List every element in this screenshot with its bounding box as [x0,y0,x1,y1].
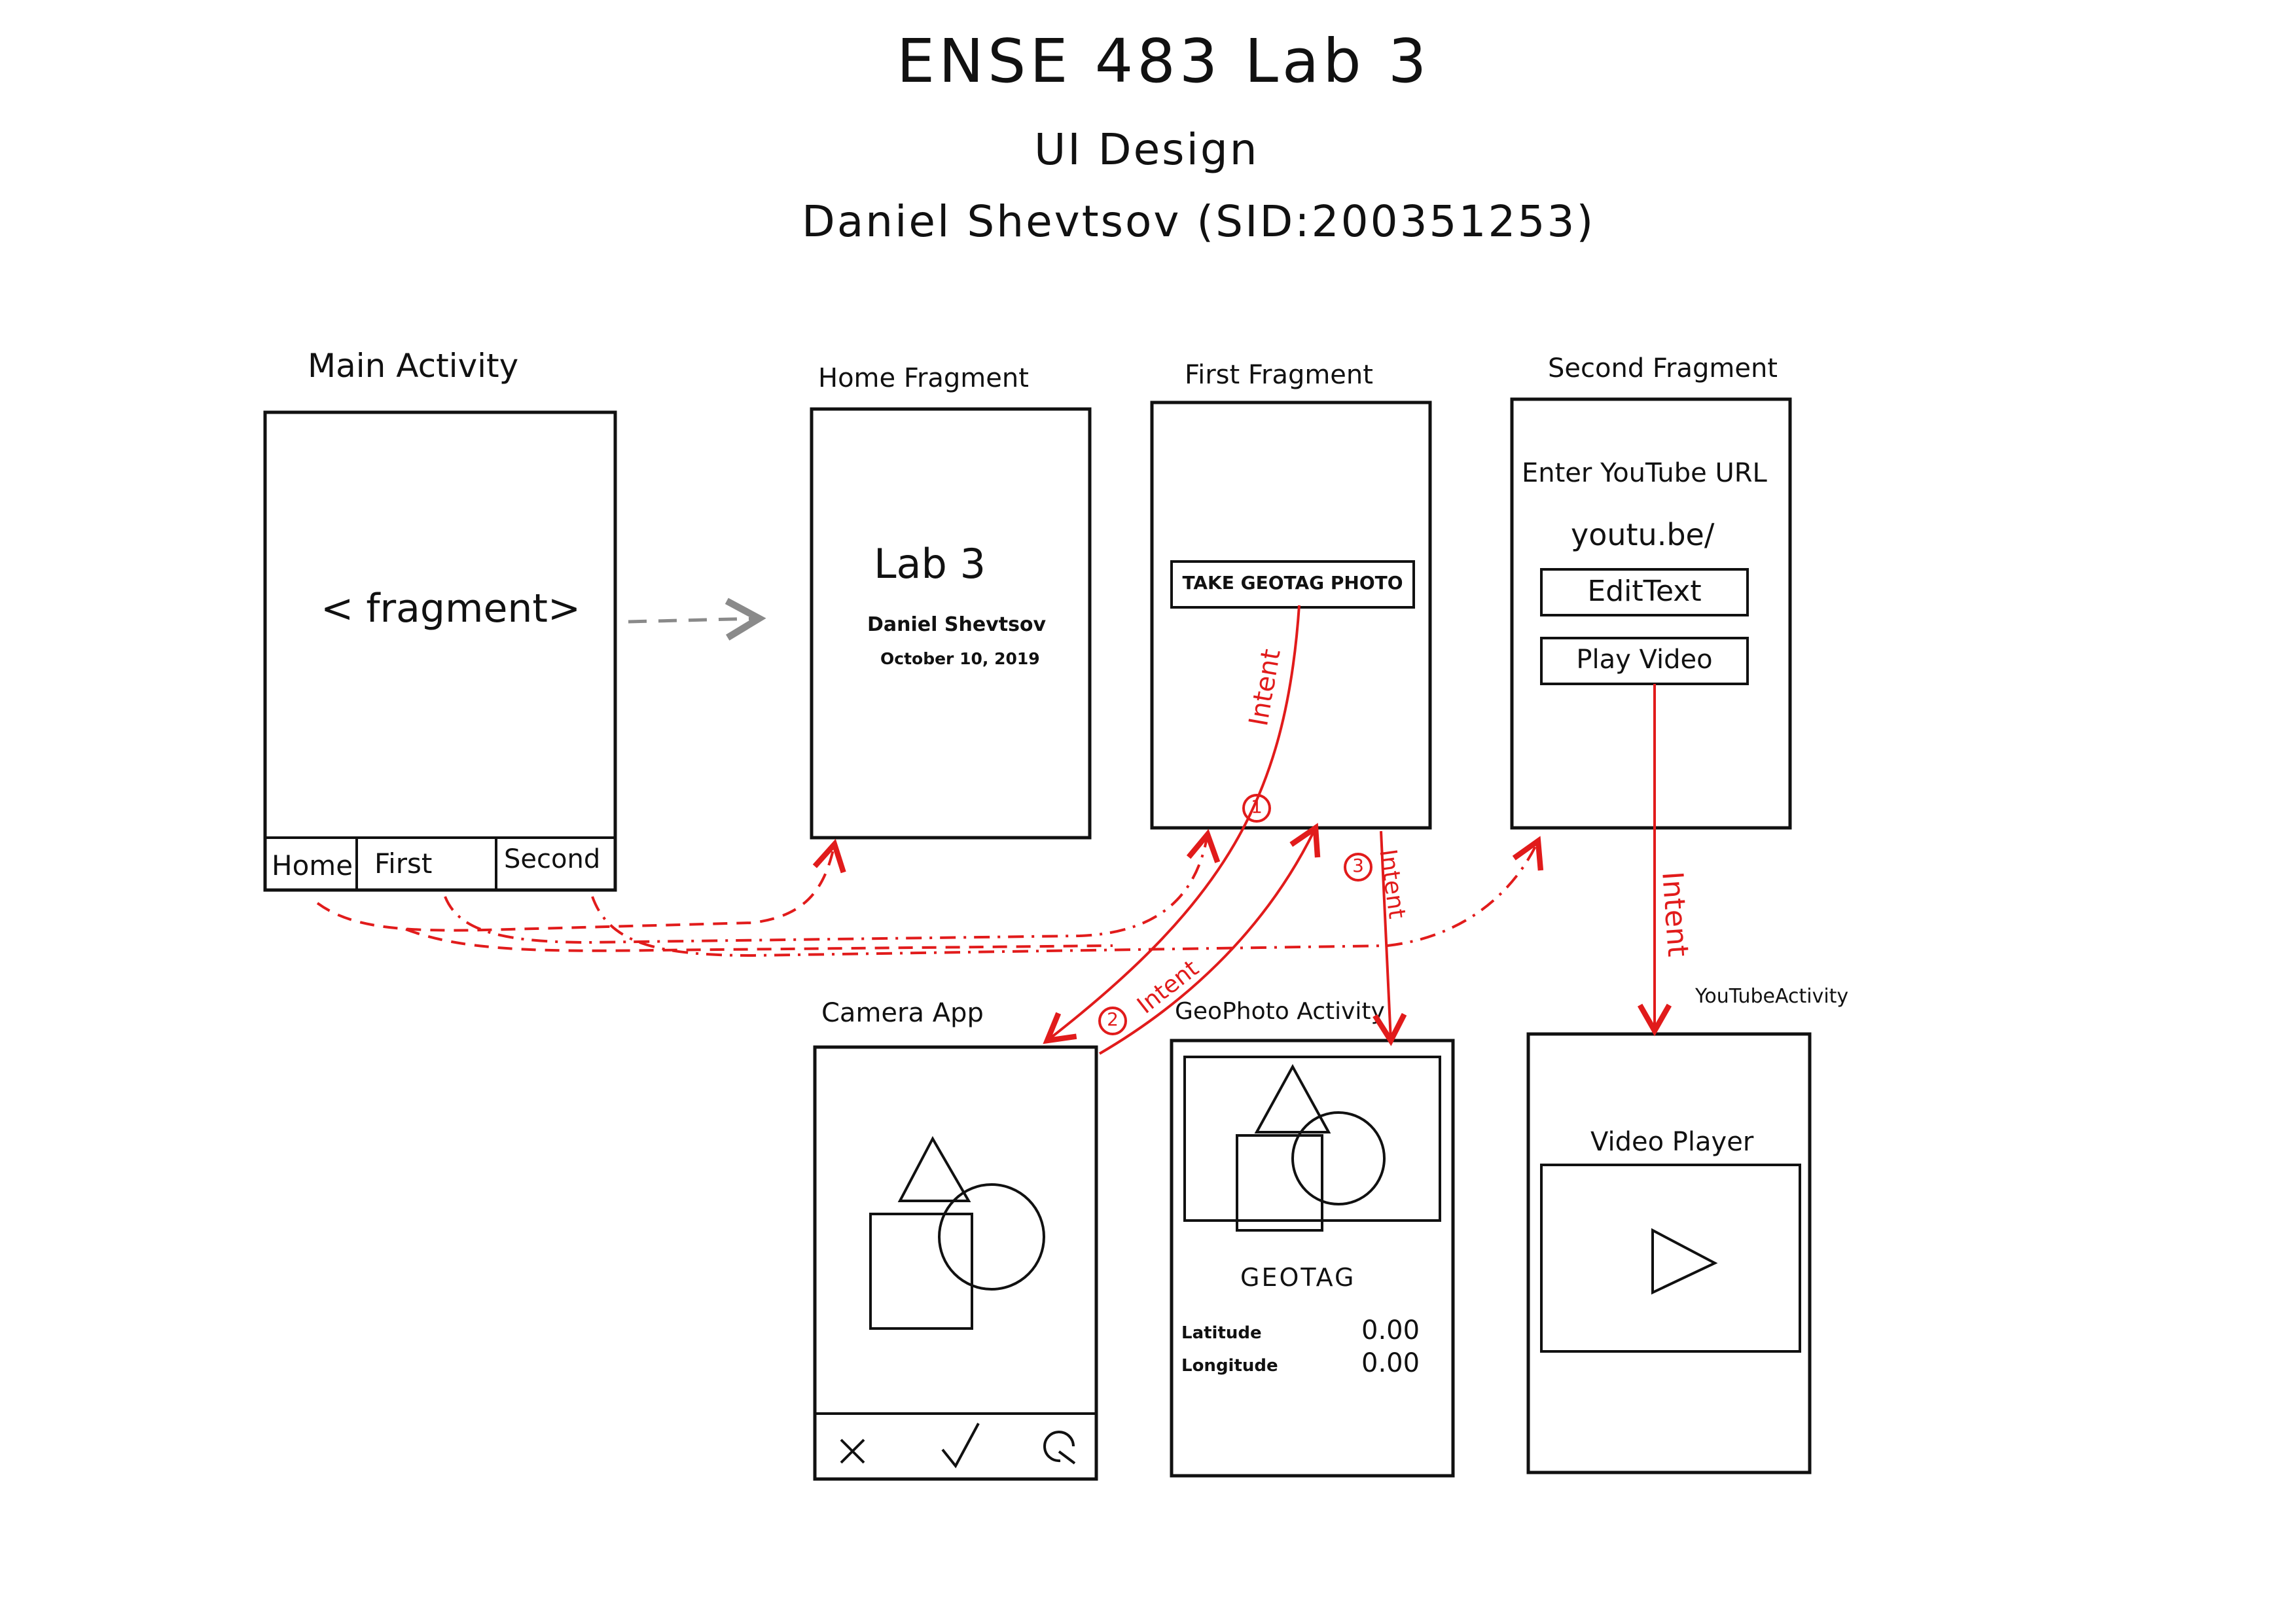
nav-line-secondary [405,928,1113,952]
check-icon[interactable] [941,1423,980,1469]
latitude-value: 0.00 [1361,1315,1420,1346]
play-video-button[interactable]: Play Video [1576,645,1713,675]
geotag-heading: GEOTAG [1240,1263,1356,1292]
intent-arrow-to-geophoto [1372,830,1407,1046]
intent-arrow-take-photo-to-camera [1043,605,1300,1044]
home-author-name: Daniel Shevtsov [867,613,1047,636]
home-date: October 10, 2019 [880,649,1040,668]
home-fragment-label: Home Fragment [818,363,1029,393]
step-3-marker [1344,853,1372,882]
geophoto-image-frame [1183,1056,1441,1222]
longitude-value: 0.00 [1361,1348,1420,1378]
tab-home[interactable]: Home [272,849,353,882]
step-2-marker [1098,1007,1127,1035]
tab-second[interactable]: Second [504,844,601,874]
play-icon[interactable] [1651,1228,1718,1295]
geophoto-image-triangle [1254,1063,1331,1133]
url-edit-text[interactable]: EditText [1587,575,1702,608]
nav-first-to-first-fragment [444,829,1221,944]
nav-home-to-home-fragment [316,838,846,932]
main-activity-screen [263,410,617,892]
geophoto-image-circle [1291,1111,1386,1205]
geophoto-activity-screen [1170,1039,1455,1478]
take-geotag-photo-button[interactable]: TAKE GEOTAG PHOTO [1182,572,1403,594]
youtube-url-prefix: youtu.be/ [1571,517,1715,552]
first-fragment-label: First Fragment [1185,360,1373,390]
geophoto-image-square [1236,1134,1323,1232]
camera-app-screen [813,1045,1098,1481]
step-3-number: 3 [1352,855,1364,876]
video-player-frame [1540,1164,1801,1353]
first-fragment-screen [1150,401,1432,830]
edit-text-outline [1540,568,1749,616]
intent-label-youtube: Intent [1655,870,1695,958]
fragment-navigation-arrow [628,597,766,641]
intent-arrow-camera-return [1098,823,1321,1055]
fragment-placeholder: < fragment> [321,586,581,632]
second-fragment-label: Second Fragment [1548,353,1778,383]
diagram-title: ENSE 483 Lab 3 [897,26,1431,96]
step-2-number: 2 [1107,1008,1119,1030]
youtube-activity-label: YouTubeActivity [1695,985,1849,1008]
retake-icon[interactable] [1043,1431,1076,1465]
main-activity-label: Main Activity [308,347,519,385]
author-line: Daniel Shevtsov (SID:200351253) [802,196,1596,247]
step-1-marker [1242,794,1271,823]
home-heading: Lab 3 [874,540,986,588]
longitude-label: Longitude [1181,1356,1278,1376]
play-video-outline [1540,637,1749,685]
camera-app-label: Camera App [821,998,984,1028]
latitude-label: Latitude [1181,1323,1262,1343]
close-icon[interactable] [840,1438,865,1464]
camera-preview-circle [938,1183,1045,1291]
second-fragment-screen [1510,397,1792,830]
tab-first[interactable]: First [374,847,433,880]
video-player-label: Video Player [1590,1127,1754,1157]
camera-preview-triangle [897,1135,971,1202]
home-fragment-screen [810,407,1092,840]
camera-preview-square [869,1213,973,1330]
take-geotag-photo-outline [1170,560,1415,609]
youtube-url-prompt: Enter YouTube URL [1522,458,1767,488]
youtube-activity-screen [1526,1032,1812,1474]
geophoto-activity-label: GeoPhoto Activity [1175,998,1385,1025]
nav-second-to-second-fragment [591,836,1544,957]
diagram-subtitle: UI Design [1034,124,1259,175]
step-1-number: 1 [1251,796,1263,817]
